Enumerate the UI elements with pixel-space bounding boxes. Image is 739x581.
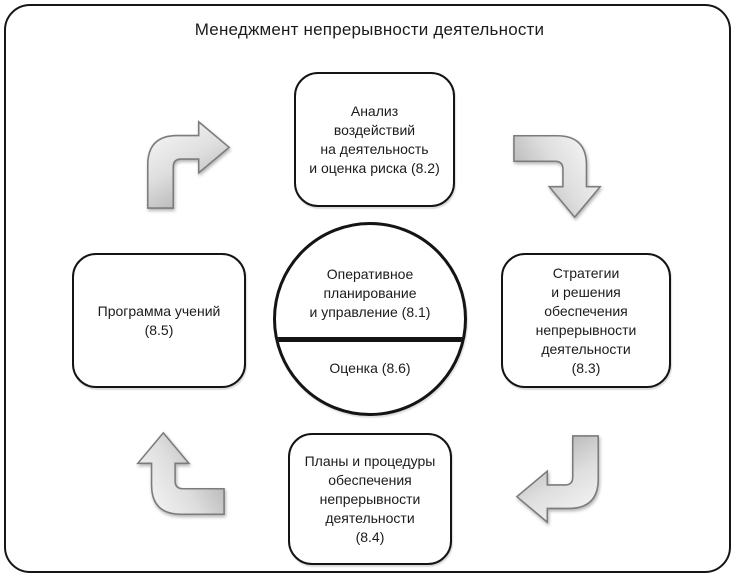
box-continuity-plans: Планы и процедуры обеспечения непрерывно… [288, 433, 452, 565]
box-impact-analysis: Анализ воздействий на деятельность и оце… [294, 72, 455, 207]
box-impact-analysis-label: Анализ воздействий на деятельность и оце… [309, 102, 440, 176]
diagram-title: Менеджмент непрерывности деятельности [194, 20, 545, 39]
circle-top-label: Оперативное планирование и управление (8… [309, 266, 431, 320]
box-exercise-program-label: Программа учений (8.5) [97, 302, 221, 338]
box-exercise-program: Программа учений (8.5) [72, 253, 246, 388]
box-continuity-strategies-label: Стратегии и решения обеспечения непрерыв… [535, 264, 637, 376]
circle-divider [276, 337, 464, 342]
box-continuity-strategies: Стратегии и решения обеспечения непрерыв… [501, 253, 671, 388]
center-circle: Оперативное планирование и управление (8… [273, 222, 467, 416]
elbow-arrow-up-right-icon [146, 120, 231, 209]
elbow-arrow-right-down-icon [513, 134, 602, 219]
elbow-arrow-down-left-icon [515, 435, 600, 524]
elbow-arrow-left-up-icon [136, 431, 225, 516]
circle-bottom-label: Оценка (8.6) [329, 360, 411, 376]
box-continuity-plans-label: Планы и процедуры обеспечения непрерывно… [304, 452, 436, 545]
